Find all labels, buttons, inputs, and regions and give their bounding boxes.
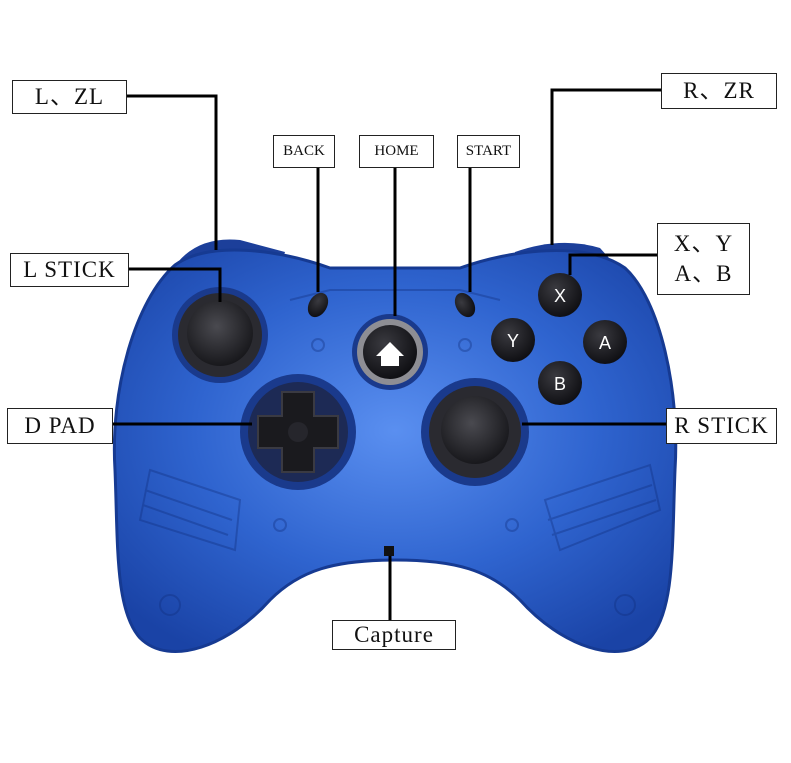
label-home-text: HOME [374,142,419,159]
leader-xyab [568,253,658,275]
label-back-text: BACK [283,142,325,159]
face-button-x-letter: X [554,286,566,306]
leader-r-zr [550,88,662,245]
label-l-zl-text: L、ZL [34,83,105,109]
right-stick [421,378,529,486]
face-button-a-shape [583,320,627,364]
label-l-stick-text: L STICK [23,256,116,282]
leader-lines [112,88,668,622]
face-button-b-letter: B [554,374,566,394]
capture-button-shape [384,546,394,556]
label-capture: Capture [332,620,456,650]
label-l-stick: L STICK [10,253,129,287]
label-xyab-line1: X、Y [673,230,734,256]
label-xyab-line2: A、B [674,261,733,286]
leader-l-zl [126,94,218,250]
label-r-zr-text: R、ZR [683,77,755,103]
label-home: HOME [359,135,434,168]
label-back: BACK [273,135,335,168]
start-button-shape [454,292,476,318]
d-pad [240,374,356,490]
face-button-y-shape [491,318,535,362]
label-r-stick-text: R STICK [674,412,769,438]
home-button-shape [352,314,428,390]
face-button-b-shape [538,361,582,405]
face-button-x-shape [538,273,582,317]
face-button-a-letter: A [599,333,611,353]
label-r-zr: R、ZR [661,73,777,109]
label-d-pad-text: D PAD [24,412,96,438]
label-start: START [457,135,520,168]
face-button-y-letter: Y [507,331,519,351]
label-d-pad: D PAD [7,408,113,444]
back-button-shape [307,292,329,318]
label-l-zl: L、ZL [12,80,127,114]
leader-l-stick [128,267,222,302]
label-start-text: START [465,142,512,159]
label-xyab: X、Y A、B [657,223,750,295]
label-r-stick: R STICK [666,408,777,444]
label-capture-text: Capture [354,621,434,647]
left-stick [172,287,268,383]
